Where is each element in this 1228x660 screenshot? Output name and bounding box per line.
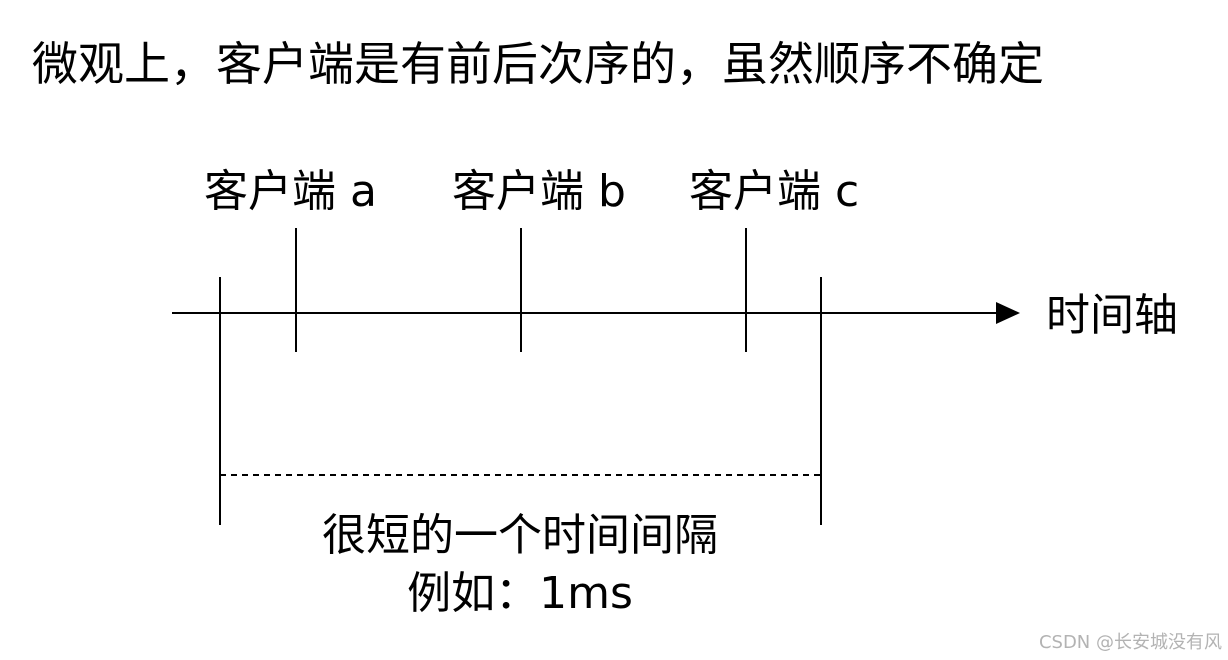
client-a-label: 客户端 a (204, 166, 377, 217)
diagram-title: 微观上，客户端是有前后次序的，虽然顺序不确定 (32, 37, 1044, 91)
client-c-label: 客户端 c (689, 166, 860, 217)
watermark: CSDN @长安城没有风 (1038, 632, 1222, 653)
client-b-label: 客户端 b (452, 166, 626, 217)
time-axis-arrowhead (996, 302, 1020, 324)
interval-description: 很短的一个时间间隔 (322, 510, 718, 561)
interval-example: 例如：1ms (407, 568, 633, 619)
time-axis-label: 时间轴 (1046, 290, 1178, 341)
